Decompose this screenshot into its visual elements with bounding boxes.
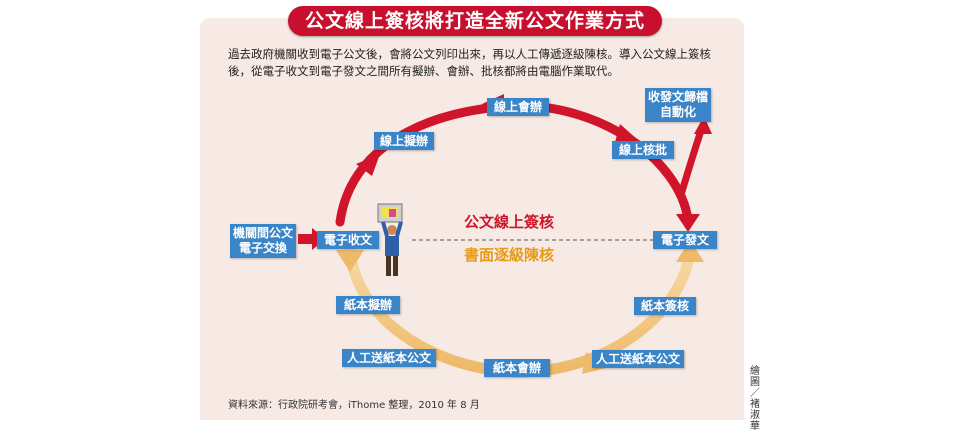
node-archive-auto: 收發文歸檔自動化: [645, 88, 711, 122]
node-e-dispatch: 電子發文: [653, 231, 717, 249]
online-arrowhead-4: [676, 214, 700, 232]
node-manual-send-right: 人工送紙本公文: [592, 350, 684, 368]
label-paper: 書面逐級陳核: [464, 246, 555, 264]
node-online-cosign: 線上會辦: [487, 98, 549, 116]
node-paper-sign: 紙本簽核: [634, 297, 696, 315]
exchange-arrow-body: [298, 234, 314, 244]
online-arrowhead-1: [356, 154, 380, 176]
intro-text: 過去政府機關收到電子公文後，會將公文列印出來，再以人工傳遞逐級陳核。導入公文線上…: [228, 47, 711, 78]
archive-arrowhead: [694, 116, 712, 134]
page-title: 公文線上簽核將打造全新公文作業方式: [288, 6, 662, 36]
node-online-approve: 線上核批: [612, 141, 674, 159]
source-note: 資料來源：行政院研考會，iThome 整理，2010 年 8 月: [228, 400, 480, 411]
person-icon: [377, 203, 403, 276]
paper-arrowhead-start: [336, 250, 364, 272]
node-paper-draft: 紙本擬辦: [336, 296, 400, 314]
node-inter-agency: 機關間公文電子交換: [230, 224, 296, 258]
node-paper-cosign: 紙本會辦: [484, 359, 550, 377]
paper-arrowhead-end: [676, 240, 704, 262]
node-e-receive: 電子收文: [317, 231, 379, 249]
flow-diagram: [298, 94, 712, 378]
label-online: 公文線上簽核: [464, 213, 555, 231]
illustration-credit: 繪圖／褚淑華: [750, 366, 760, 432]
archive-branch-path: [676, 126, 706, 200]
node-manual-send-left: 人工送紙本公文: [342, 349, 436, 367]
node-online-draft: 線上擬辦: [374, 132, 434, 150]
online-arrowhead-3: [614, 124, 638, 146]
